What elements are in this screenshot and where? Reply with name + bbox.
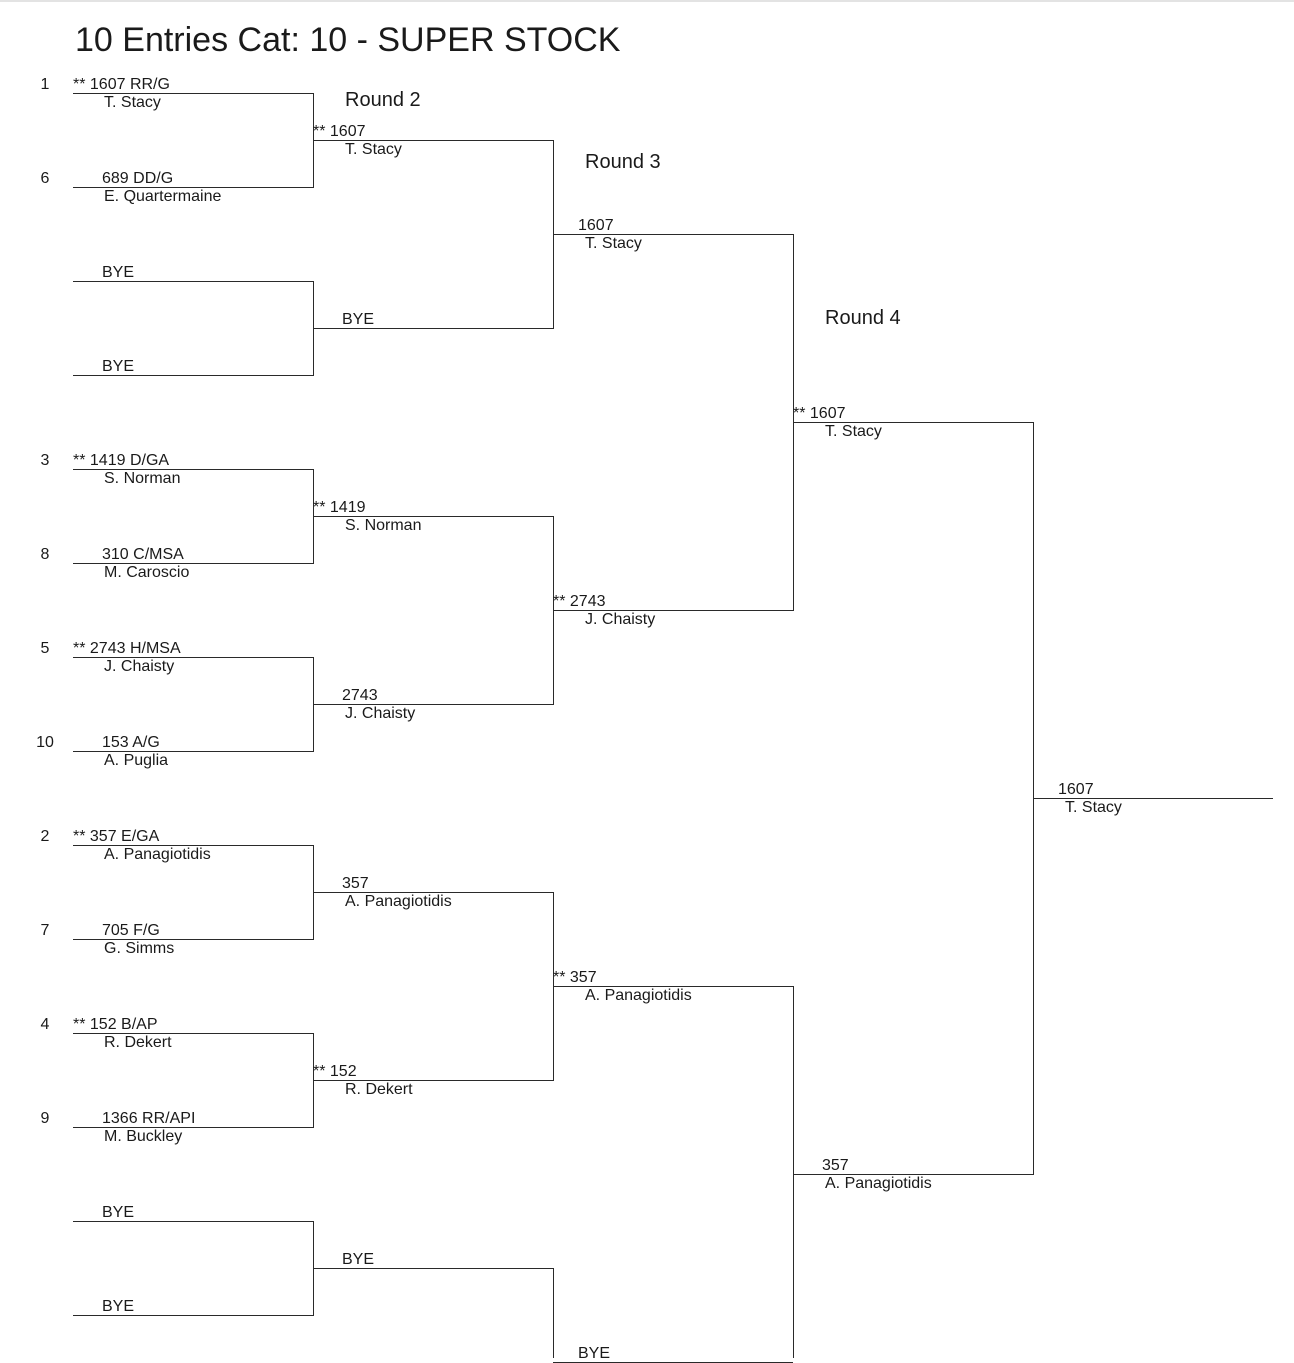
round1-entry-top: ** 1419 D/GA bbox=[73, 452, 170, 469]
round1-entry-top: ** 1607 RR/G bbox=[73, 76, 170, 93]
round-label: Round 4 bbox=[825, 307, 901, 329]
round1-line bbox=[73, 469, 313, 470]
round1-line bbox=[73, 563, 313, 564]
round3-entry-name: J. Chaisty bbox=[585, 611, 656, 628]
seed-number: 10 bbox=[36, 734, 54, 751]
round4-entry-top: 357 bbox=[822, 1157, 849, 1174]
round3-entry-name: T. Stacy bbox=[585, 235, 642, 252]
round1-entry-top: BYE bbox=[102, 264, 135, 281]
round1-entry-top: ** 2743 H/MSA bbox=[73, 640, 181, 657]
round2-entry-top: ** 1419 bbox=[313, 499, 366, 516]
round4-entry-name: T. Stacy bbox=[825, 423, 882, 440]
round1-line bbox=[73, 375, 313, 376]
seed-number: 1 bbox=[40, 76, 50, 93]
round1-line bbox=[73, 1315, 313, 1316]
round2-line bbox=[313, 328, 553, 329]
round3-line bbox=[553, 610, 793, 611]
round-label: Round 3 bbox=[585, 151, 661, 173]
final-entry-name: T. Stacy bbox=[1065, 799, 1122, 816]
round3-connector bbox=[793, 986, 794, 1358]
final-line bbox=[1033, 798, 1273, 799]
page-title: 10 Entries Cat: 10 - SUPER STOCK bbox=[75, 21, 621, 59]
round1-entry-name: T. Stacy bbox=[104, 94, 161, 111]
round1-entry-top: 1366 RR/API bbox=[102, 1110, 196, 1127]
round1-entry-top: ** 152 B/AP bbox=[73, 1016, 158, 1033]
round2-entry-top: BYE bbox=[342, 1251, 375, 1268]
round3-line bbox=[553, 234, 793, 235]
round2-connector bbox=[553, 1268, 554, 1358]
round1-entry-name: S. Norman bbox=[104, 470, 181, 487]
round1-entry-top: ** 357 E/GA bbox=[73, 828, 160, 845]
round1-entry-top: 310 C/MSA bbox=[102, 546, 184, 563]
round2-line bbox=[313, 140, 553, 141]
round2-line bbox=[313, 892, 553, 893]
seed-number: 6 bbox=[40, 170, 50, 187]
round2-entry-top: 2743 bbox=[342, 687, 378, 704]
round1-entry-name: M. Caroscio bbox=[104, 564, 190, 581]
seed-number: 4 bbox=[40, 1016, 50, 1033]
round1-entry-top: 705 F/G bbox=[102, 922, 160, 939]
round3-entry-top: BYE bbox=[578, 1345, 611, 1362]
round1-entry-top: BYE bbox=[102, 358, 135, 375]
top-border bbox=[0, 0, 1294, 2]
round1-entry-top: 153 A/G bbox=[102, 734, 160, 751]
round1-entry-name: E. Quartermaine bbox=[104, 188, 222, 205]
round2-line bbox=[313, 704, 553, 705]
round1-entry-name: M. Buckley bbox=[104, 1128, 183, 1145]
round1-entry-name: A. Panagiotidis bbox=[104, 846, 211, 863]
round1-entry-top: 689 DD/G bbox=[102, 170, 174, 187]
round4-line bbox=[793, 1174, 1033, 1175]
round2-line bbox=[313, 1080, 553, 1081]
round2-entry-name: T. Stacy bbox=[345, 141, 402, 158]
round1-entry-name: G. Simms bbox=[104, 940, 175, 957]
round2-line bbox=[313, 516, 553, 517]
round2-entry-name: S. Norman bbox=[345, 517, 422, 534]
round4-line bbox=[793, 422, 1033, 423]
round1-entry-name: R. Dekert bbox=[104, 1034, 172, 1051]
round2-entry-top: ** 1607 bbox=[313, 123, 366, 140]
round3-entry-name: A. Panagiotidis bbox=[585, 987, 692, 1004]
seed-number: 9 bbox=[40, 1110, 50, 1127]
round2-entry-name: A. Panagiotidis bbox=[345, 893, 452, 910]
round1-line bbox=[73, 939, 313, 940]
final-entry-top: 1607 bbox=[1058, 781, 1094, 798]
round1-line bbox=[73, 1221, 313, 1222]
round4-entry-top: ** 1607 bbox=[793, 405, 846, 422]
round2-entry-name: R. Dekert bbox=[345, 1081, 413, 1098]
round1-entry-top: BYE bbox=[102, 1298, 135, 1315]
round1-line bbox=[73, 657, 313, 658]
round3-entry-top: ** 2743 bbox=[553, 593, 606, 610]
round2-line bbox=[313, 1268, 553, 1269]
round1-line bbox=[73, 93, 313, 94]
round3-entry-top: 1607 bbox=[578, 217, 614, 234]
round1-entry-top: BYE bbox=[102, 1204, 135, 1221]
seed-number: 3 bbox=[40, 452, 50, 469]
seed-number: 5 bbox=[40, 640, 50, 657]
round2-entry-name: J. Chaisty bbox=[345, 705, 416, 722]
round1-line bbox=[73, 281, 313, 282]
round2-entry-top: ** 152 bbox=[313, 1063, 357, 1080]
round1-line bbox=[73, 1033, 313, 1034]
seed-number: 7 bbox=[40, 922, 50, 939]
round2-entry-top: 357 bbox=[342, 875, 369, 892]
round1-line bbox=[73, 845, 313, 846]
round3-line bbox=[553, 986, 793, 987]
round3-entry-top: ** 357 bbox=[553, 969, 597, 986]
seed-number: 8 bbox=[40, 546, 50, 563]
round4-entry-name: A. Panagiotidis bbox=[825, 1175, 932, 1192]
round1-line bbox=[73, 751, 313, 752]
round2-entry-top: BYE bbox=[342, 311, 375, 328]
round1-entry-name: J. Chaisty bbox=[104, 658, 175, 675]
seed-number: 2 bbox=[40, 828, 50, 845]
round1-line bbox=[73, 187, 313, 188]
round1-line bbox=[73, 1127, 313, 1128]
round-label: Round 2 bbox=[345, 89, 421, 111]
round1-entry-name: A. Puglia bbox=[104, 752, 169, 769]
